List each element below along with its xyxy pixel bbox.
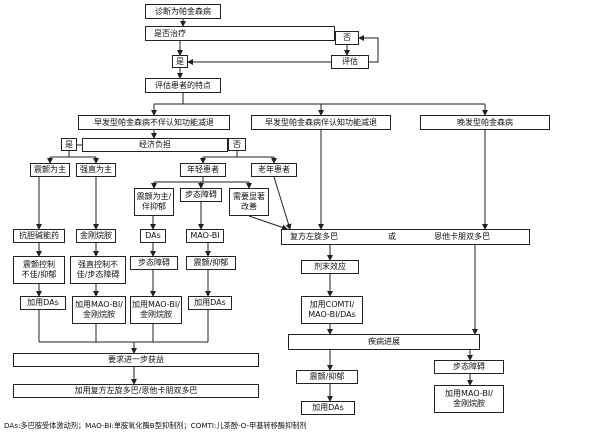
node-young-patient: 年轻患者 [180,163,226,177]
node-add-maobi-amantadine-3: 加用MAO-BI/ 金刚烷胺 [434,385,504,413]
node-add-das-3: 加用DAs [301,401,355,415]
node-needs-improvement: 需要显著 改善 [229,188,269,216]
node-levodopa-options: 复方左旋多巴 或 恩他卡朋双多巴 [281,229,530,245]
node-diagnosis: 诊断为帕金森病 [145,4,221,19]
node-gait-disorder-2: 步态障碍 [130,256,178,270]
levodopa-label: 复方左旋多巴 [290,232,338,241]
node-das: DAs [140,229,166,243]
node-add-comti: 加用COMTI/ MAO-BI/DAs [301,296,363,324]
node-gait-disorder: 步态障碍 [180,188,222,202]
or-label: 或 [388,232,396,241]
node-add-maobi-amantadine-2: 加用MAO-BI/ 金刚烷胺 [130,296,182,324]
connector-28 [273,176,292,230]
node-yes-treat: 是 [172,55,188,68]
node-treat-question: 是否治疗 [145,26,335,41]
node-anticholinergic: 抗胆碱能药 [13,229,65,243]
node-evaluate: 评估 [331,55,369,69]
node-disease-progression: 疾病进展 [288,334,480,350]
node-tremor-dominant: 震颤为主 [30,163,70,177]
node-econ-burden: 经济负担 [82,138,228,152]
node-assess: 评估患者的特点 [145,78,221,93]
node-tremor-depression-2: 震颤/抑郁 [186,256,236,270]
node-gait-disorder-3: 步态障碍 [434,360,504,374]
node-tremor-poor-control: 震颤控制 不佳/抑郁 [13,256,65,284]
node-late-onset: 晚发型帕金森病 [420,115,550,130]
connector-5 [358,35,379,63]
node-maobi: MAO-BI [186,229,224,243]
node-add-maobi-amantadine: 加用MAO-BI/ 金刚烷胺 [72,296,126,324]
node-econ-yes: 是 [61,138,77,151]
node-add-das: 加用DAs [20,296,66,310]
connector-29 [248,215,288,231]
node-econ-no: 否 [228,138,246,151]
node-add-levodopa: 加用复方左旋多巴/恩他卡朋双多巴 [13,384,259,398]
node-tremor-depression: 震颤为主/ 伴抑郁 [134,188,174,216]
node-amantadine: 金刚烷胺 [76,229,116,243]
node-tremor-depression-3: 震颤/抑郁 [296,370,358,384]
node-wearing-off: 剂末效应 [301,260,359,274]
entacapone-label: 恩他卡朋双多巴 [434,232,490,241]
node-further-benefit: 要求进一步获益 [13,353,259,367]
node-elderly-patient: 老年患者 [251,163,297,177]
node-no-treat: 否 [335,31,359,45]
node-early-no-cognitive: 早发型帕金森病不伴认知功能减退 [78,115,230,130]
node-rigidity-poor-control: 强直控制不 佳/步态障碍 [70,256,126,284]
footnote: DAs:多巴胺受体激动剂；MAO-BI:单胺氧化酶B型抑制剂；COMTI:儿茶酚… [4,421,307,430]
node-rigidity-dominant: 强直为主 [76,163,116,177]
node-early-cognitive: 早发型帕金森病伴认知功能减退 [251,115,391,130]
node-add-das-2: 加用DAs [188,296,232,310]
